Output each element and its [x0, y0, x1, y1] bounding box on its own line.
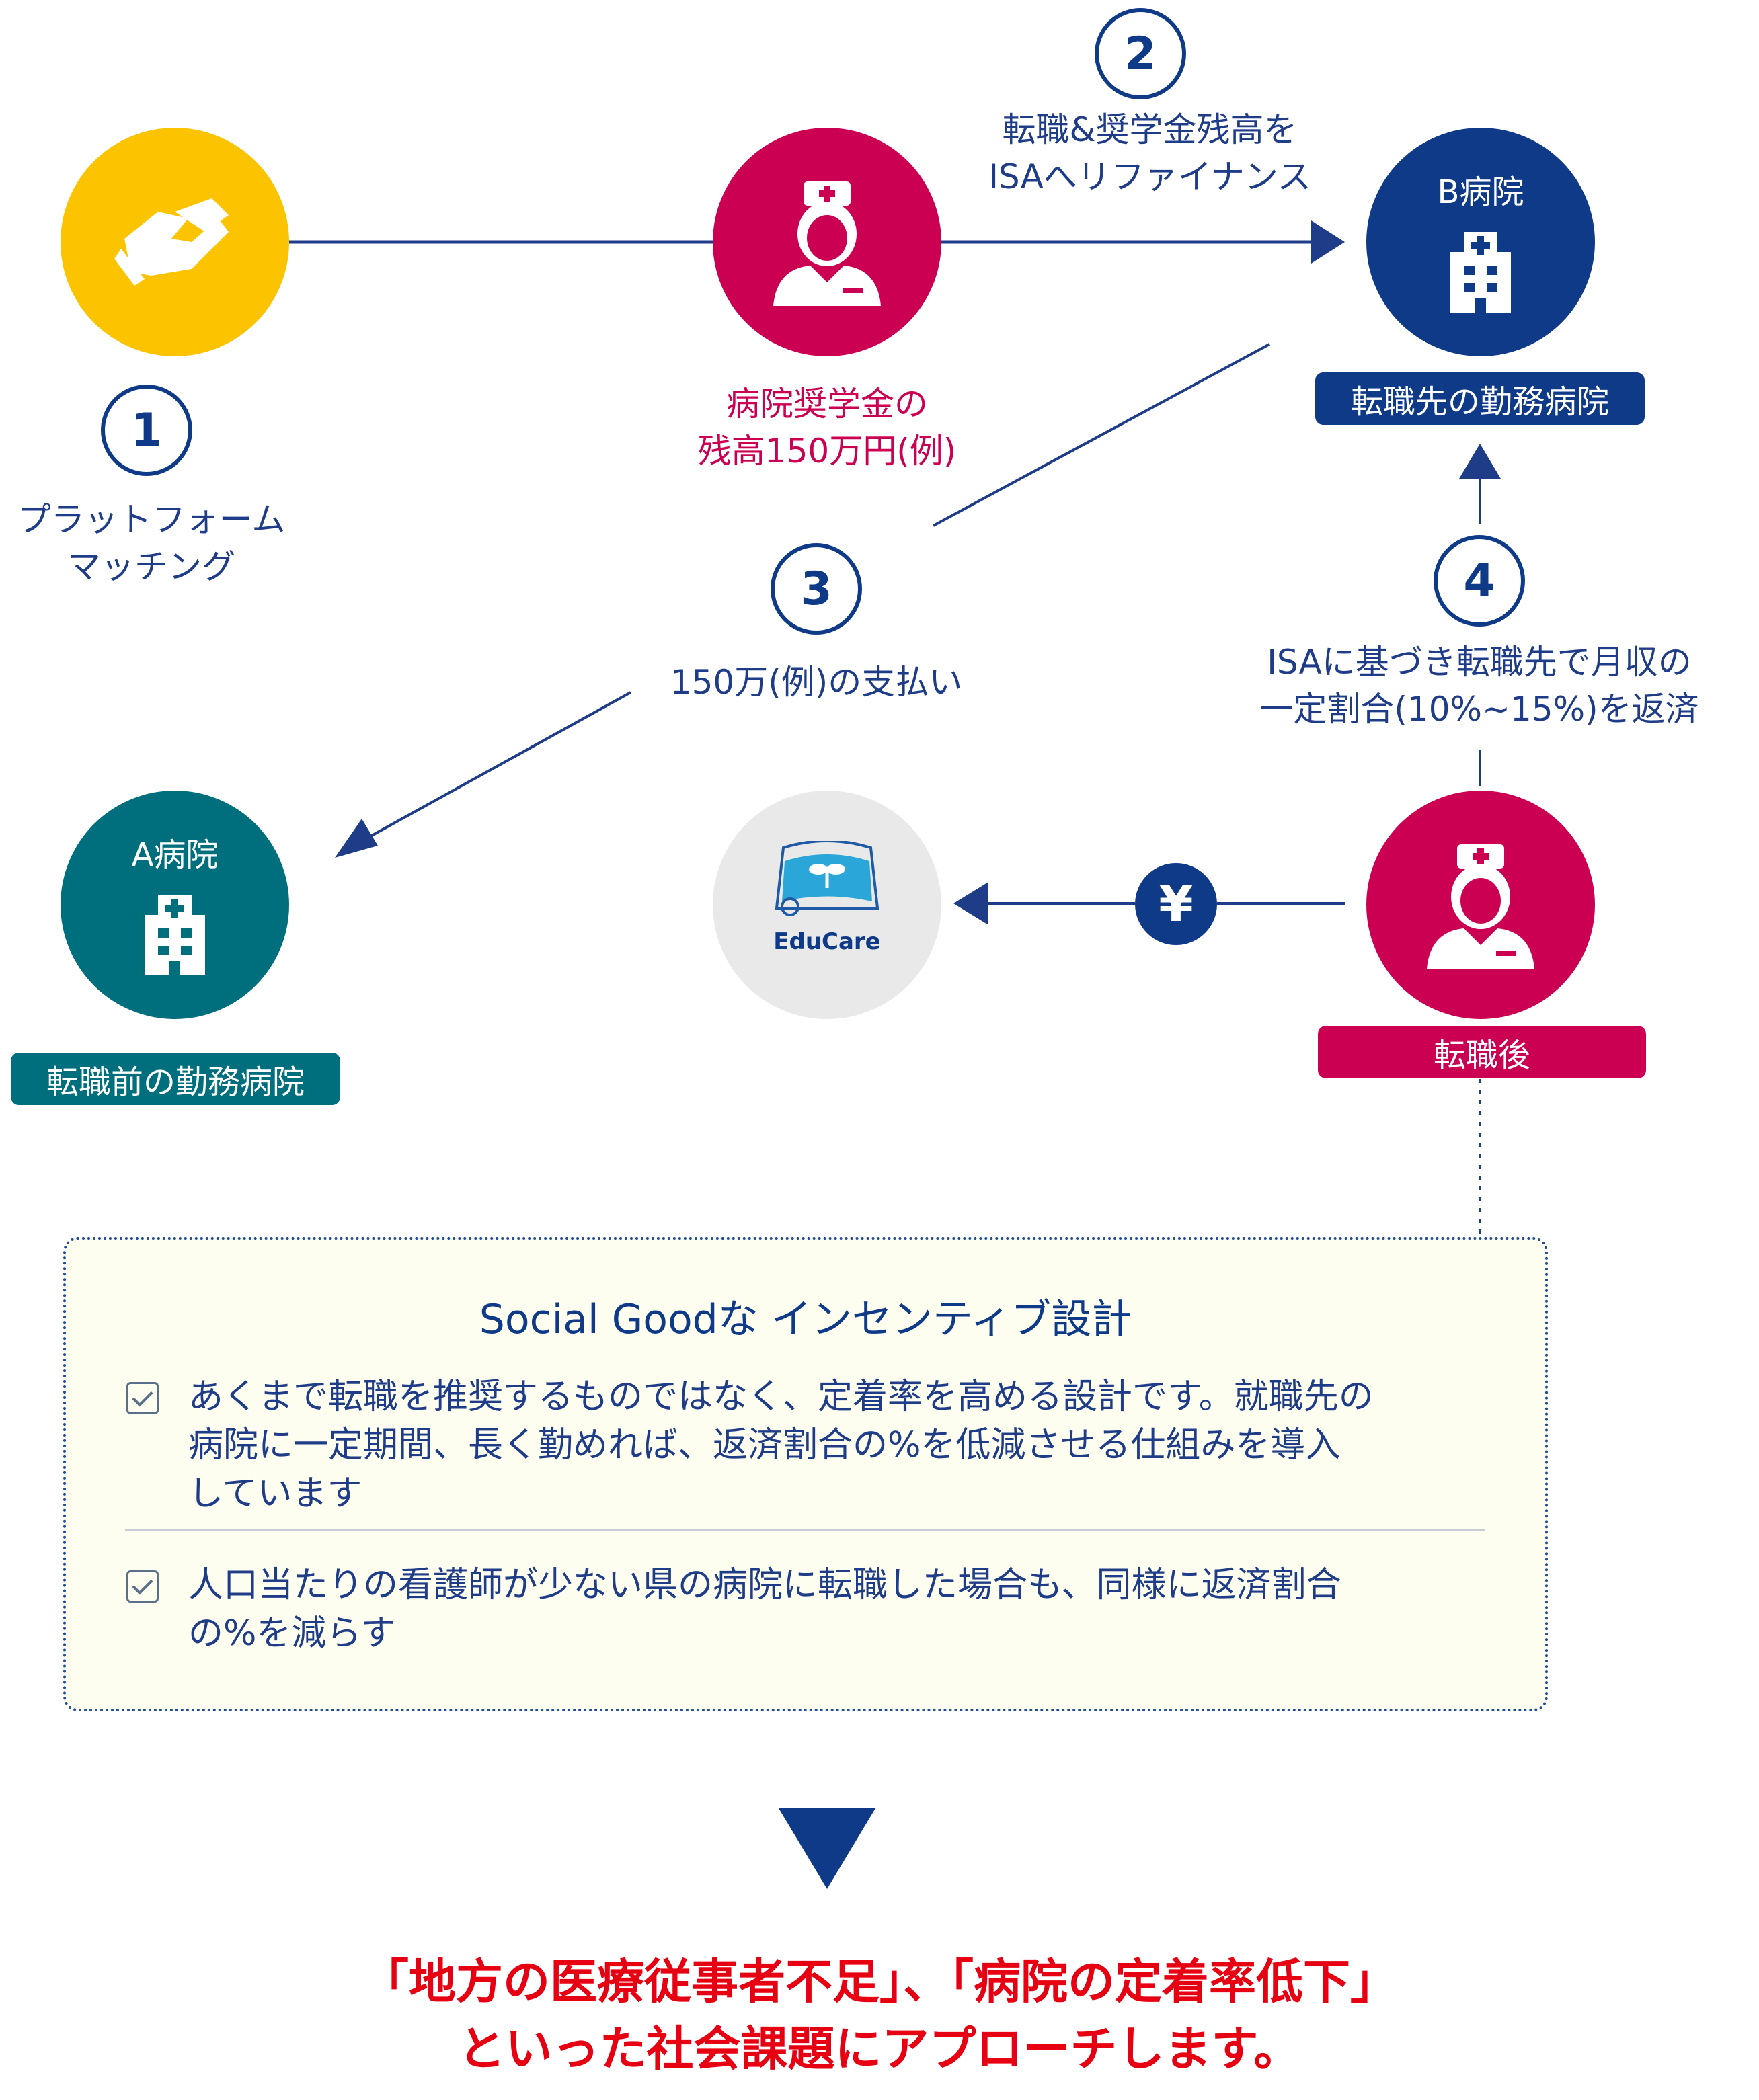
- step-2-label: 転職&奨学金残高を ISAへリファイナンス: [941, 106, 1358, 200]
- panel-item-text: 人口当たりの看護師が少ない県の病院に転職した場合も、同様に返済割合 の%を減らす: [188, 1565, 1341, 1654]
- hospital-a-name: A病院: [131, 836, 219, 874]
- panel-title: Social Goodな インセンティブ設計: [479, 1296, 1132, 1343]
- down-arrow-triangle: [779, 1808, 875, 1889]
- panel-item-text: あくまで転職を推奨するものではなく、定着率を高める設計です。就職先の 病院に一定…: [188, 1377, 1374, 1514]
- checkbox-icon: [126, 1382, 159, 1414]
- panel-divider: [125, 1529, 1485, 1531]
- step-3-label: 150万(例)の支払い: [615, 659, 1018, 706]
- incentive-panel: Social Goodな インセンティブ設計 あくまで転職を推奨するものではなく…: [63, 1237, 1548, 1711]
- step-3-label-text: 150万(例)の支払い: [670, 663, 963, 702]
- yen-badge: ¥: [1135, 863, 1217, 945]
- handshake-icon: [114, 198, 229, 286]
- nurse-icon: [773, 181, 881, 306]
- step-3-number: 3: [800, 562, 832, 616]
- step-1-label-line2: マッチング: [67, 547, 235, 586]
- nurse-before-label: 病院奨学金の 残高150万円(例): [625, 380, 1029, 475]
- platform-matching-circle: [61, 128, 289, 356]
- hospital-a-badge-text: 転職前の勤務病院: [46, 1063, 305, 1101]
- nurse-after-badge: 転職後: [1318, 1026, 1646, 1078]
- step-3-badge: 3: [771, 543, 862, 635]
- panel-item: 人口当たりの看護師が少ない県の病院に転職した場合も、同様に返済割合 の%を減らす: [126, 1561, 1471, 1662]
- step-1-badge: 1: [101, 385, 192, 476]
- hospital-b-name: B病院: [1437, 173, 1524, 211]
- conclusion-line1: 「地方の医療従事者不足」、「病院の定着率低下」: [362, 1954, 1397, 2009]
- step-1-label-line1: プラットフォーム: [17, 500, 286, 539]
- step-2-label-line1: 転職&奨学金残高を: [1002, 110, 1298, 149]
- hospital-b-circle: B病院: [1366, 128, 1595, 356]
- arrow-to-a-hospital: [335, 819, 378, 858]
- educare-circle: EduCare: [713, 791, 941, 1019]
- educare-name: EduCare: [773, 928, 881, 955]
- step-2-label-line2: ISAへリファイナンス: [988, 157, 1311, 196]
- hospital-building-icon: [145, 895, 205, 975]
- hospital-building-icon: [1450, 232, 1511, 313]
- step-4-label: ISAに基づき転職先で月収の 一定割合(10%~15%)を返済: [1224, 639, 1735, 733]
- hospital-b-badge-text: 転職先の勤務病院: [1350, 383, 1609, 421]
- hospital-a-badge: 転職前の勤務病院: [11, 1053, 340, 1105]
- checkbox-icon: [126, 1570, 159, 1603]
- nurse-after-circle: [1366, 791, 1595, 1019]
- step-4-label-line1: ISAに基づき転職先で月収の: [1267, 643, 1692, 682]
- conclusion-line2: といった社会課題にアプローチします。: [458, 2021, 1301, 2076]
- nurse-after-badge-text: 転職後: [1433, 1037, 1530, 1074]
- step-4-number: 4: [1463, 554, 1495, 608]
- step-4-label-line2: 一定割合(10%~15%)を返済: [1259, 690, 1699, 729]
- step-1-number: 1: [130, 403, 163, 457]
- nurse-before-label-line1: 病院奨学金の: [726, 385, 928, 423]
- arrow-up-to-b-badge: [1459, 444, 1501, 479]
- yen-icon: ¥: [1159, 875, 1194, 933]
- nurse-icon: [1427, 844, 1534, 969]
- nurse-before-circle: [713, 128, 941, 356]
- arrow-to-b-hospital: [1311, 220, 1345, 264]
- step-2-badge: 2: [1095, 8, 1186, 99]
- arrow-to-educare: [953, 882, 988, 925]
- nurse-before-label-line2: 残高150万円(例): [697, 432, 957, 471]
- conclusion-text: 「地方の医療従事者不足」、「病院の定着率低下」 といった社会課題にアプローチしま…: [0, 1948, 1759, 2083]
- step-4-badge: 4: [1434, 535, 1525, 627]
- hospital-b-badge: 転職先の勤務病院: [1315, 372, 1645, 425]
- step-2-number: 2: [1124, 27, 1157, 81]
- book-sprout-icon: [775, 841, 880, 916]
- hospital-a-circle: A病院: [61, 791, 289, 1019]
- step-1-label: プラットフォーム マッチング: [0, 496, 303, 590]
- panel-item: あくまで転職を推奨するものではなく、定着率を高める設計です。就職先の 病院に一定…: [126, 1373, 1471, 1521]
